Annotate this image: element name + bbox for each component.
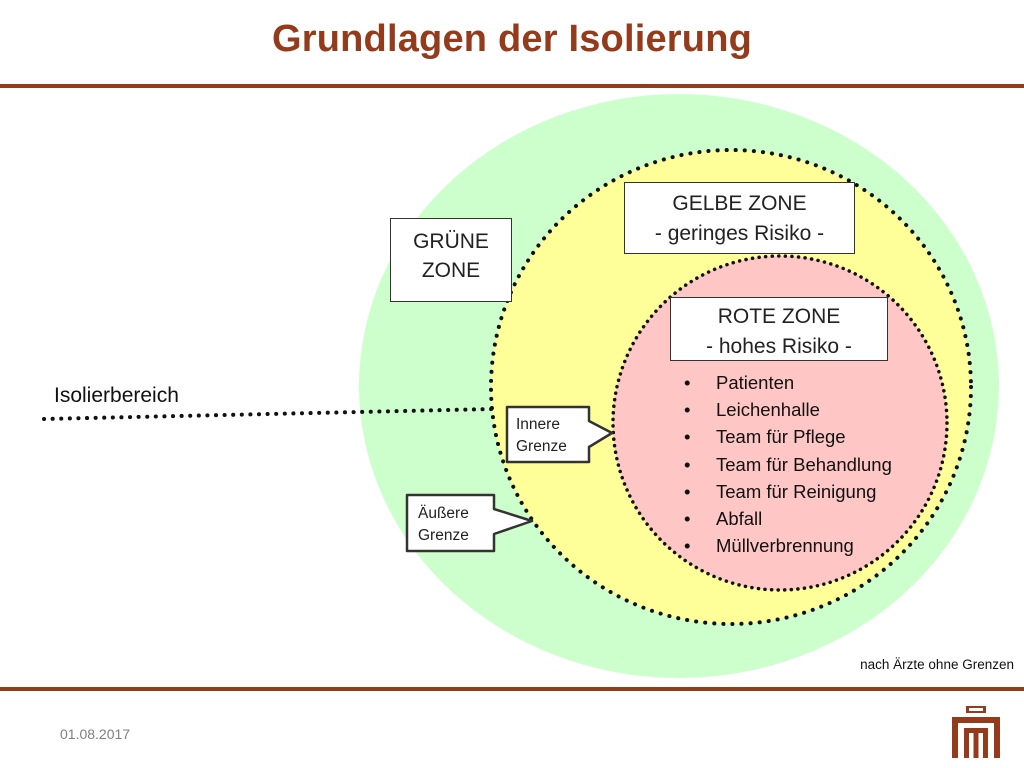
effo-logo-icon — [952, 706, 1000, 758]
red-zone-label-line1: ROTE ZONE — [717, 305, 841, 328]
list-item-text: Team für Behandlung — [716, 453, 892, 475]
outer-border-callout: Äußere Grenze — [418, 503, 469, 547]
bullet-icon: • — [684, 508, 691, 530]
inner-border-line1: Innere — [516, 416, 560, 433]
list-item-text: Patienten — [716, 372, 795, 393]
green-zone-label-line1: GRÜNE — [413, 230, 489, 253]
yellow-zone-label-line2: - geringes Risiko - — [654, 222, 825, 245]
slide-title: Grundlagen der Isolierung — [271, 18, 753, 60]
list-item-text: Leichenhalle — [716, 399, 820, 421]
outer-border-callout-shape — [405, 493, 534, 553]
list-item: • Abfall — [684, 505, 892, 532]
list-item: • Leichenhalle — [684, 396, 892, 423]
bullet-icon: • — [684, 535, 691, 557]
list-item: • Team für Behandlung — [684, 451, 892, 478]
bullet-icon: • — [684, 453, 691, 475]
list-item: • Team für Reinigung — [684, 478, 892, 505]
green-zone-label: GRÜNE ZONE — [390, 218, 512, 302]
outer-border-line — [489, 148, 973, 626]
green-zone-label-line2: ZONE — [421, 259, 481, 282]
bullet-icon: • — [684, 372, 691, 393]
list-item-text: Müllverbrennung — [716, 535, 854, 557]
red-zone-item-list: • Patienten • Leichenhalle • Team für Pfleg… — [684, 369, 892, 559]
source-note: nach Ärzte ohne Grenzen — [860, 657, 1014, 672]
yellow-zone-label-line1: GELBE ZONE — [672, 192, 807, 215]
slide-date: 01.08.2017 — [60, 726, 131, 742]
list-item-text: Team für Pflege — [716, 426, 846, 448]
outer-border-line1: Äußere — [418, 505, 469, 522]
list-item-text: Abfall — [716, 508, 763, 530]
outer-border-line2: Grenze — [418, 527, 469, 544]
footer-divider — [0, 687, 1024, 691]
bullet-icon: • — [684, 399, 691, 421]
red-zone-label: ROTE ZONE - hohes Risiko - — [670, 297, 888, 361]
list-item: • Müllverbrennung — [684, 532, 892, 559]
isolation-pointer-line — [42, 407, 494, 421]
bullet-icon: • — [684, 426, 691, 448]
list-item-text: Team für Reinigung — [716, 480, 877, 502]
list-item: • Team für Pflege — [684, 423, 892, 450]
isolation-area-label: Isolierbereich — [54, 384, 179, 407]
list-item: • Patienten — [684, 369, 892, 396]
inner-border-callout: Innere Grenze — [516, 414, 567, 458]
red-zone-label-line2: - hohes Risiko - — [706, 335, 852, 358]
bullet-icon: • — [684, 480, 691, 502]
inner-border-line — [611, 254, 949, 592]
inner-border-line2: Grenze — [516, 438, 567, 455]
inner-border-callout-shape — [505, 405, 614, 464]
yellow-zone-label: GELBE ZONE - geringes Risiko - — [624, 182, 855, 254]
title-divider — [0, 84, 1024, 88]
